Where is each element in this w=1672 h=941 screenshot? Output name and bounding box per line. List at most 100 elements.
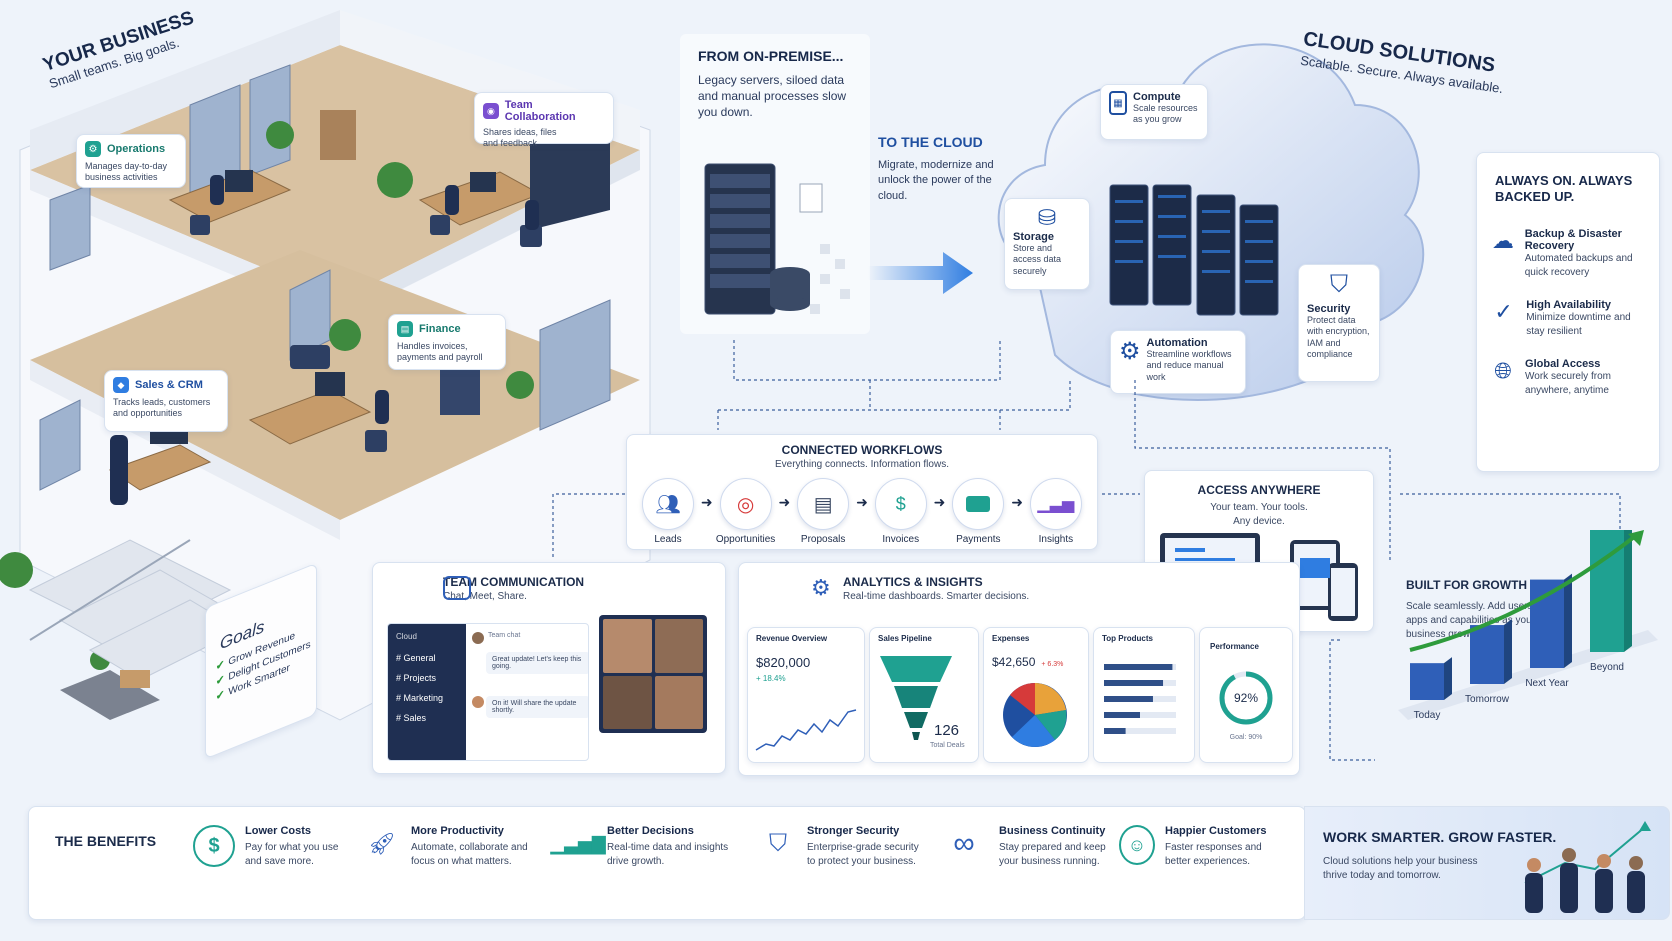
channel-item[interactable]: # Sales bbox=[396, 713, 427, 723]
service-name: Automation bbox=[1146, 337, 1208, 349]
check-circle-icon: ✓ bbox=[1494, 299, 1513, 325]
workflow-step-proposals[interactable]: ▤ Proposals bbox=[792, 478, 854, 545]
arrow-right-icon: ➜ bbox=[933, 494, 946, 510]
benefit-name: Business Continuity bbox=[999, 825, 1106, 837]
dept-name: Operations bbox=[107, 143, 166, 155]
access-title: ACCESS ANYWHERE bbox=[1197, 483, 1321, 497]
chat-message: Great update! Let's keep this going. bbox=[486, 652, 588, 674]
pipeline-value: 126 bbox=[934, 722, 960, 739]
dept-team-collaboration[interactable]: ◉ Team Collaboration Shares ideas, files… bbox=[474, 92, 614, 148]
people-icon: 👥︎ bbox=[655, 493, 681, 516]
growth-bar-side bbox=[1624, 530, 1632, 652]
tocloud-desc: Migrate, modernize and unlock the power … bbox=[878, 159, 994, 202]
channel-item[interactable]: # Projects bbox=[396, 673, 437, 683]
dollar-icon: $ bbox=[193, 825, 235, 867]
arrow-right-icon: ➜ bbox=[700, 494, 713, 510]
performance-card[interactable]: Performance 92% Goal: 90% bbox=[1199, 627, 1293, 763]
workflow-step-opportunities[interactable]: ◎ Opportunities bbox=[715, 478, 777, 545]
benefit-name: Stronger Security bbox=[807, 825, 900, 837]
dept-operations[interactable]: ⚙ Operations Manages day-to-day business… bbox=[76, 134, 186, 188]
video-call-grid[interactable] bbox=[599, 615, 707, 733]
cta-desc: Cloud solutions help your business thriv… bbox=[1323, 856, 1478, 881]
dept-name: Team Collaboration bbox=[504, 99, 576, 123]
expenses-pie bbox=[1003, 683, 1067, 747]
revenue-sparkline bbox=[755, 709, 857, 751]
workflow-step-label: Invoices bbox=[882, 534, 920, 545]
legacy-server-illustration bbox=[704, 163, 850, 315]
dept-desc: Shares ideas, files and feedback bbox=[483, 127, 557, 149]
chip-icon: ▦ bbox=[1109, 91, 1127, 115]
dept-name: Finance bbox=[419, 323, 461, 335]
expenses-card[interactable]: Expenses $42,650 + 6.3% bbox=[983, 627, 1089, 763]
growth-bar bbox=[1410, 663, 1444, 700]
always-on-item: ☁ Backup & Disaster Recovery Automated b… bbox=[1491, 228, 1647, 279]
always-on-panel: ALWAYS ON. ALWAYS BACKED UP. ☁ Backup & … bbox=[1476, 152, 1660, 472]
cloud-service-storage[interactable]: ⛁ Storage Store and access data securely bbox=[1004, 198, 1090, 290]
pipeline-card[interactable]: Sales Pipeline 126 Total Deals bbox=[869, 627, 979, 763]
workflow-step-payments[interactable]: Payments bbox=[947, 478, 1009, 545]
workflow-step-leads[interactable]: 👥︎ Leads bbox=[637, 478, 699, 545]
workflow-step-label: Leads bbox=[654, 534, 682, 545]
check-icon: ✔ bbox=[216, 673, 225, 689]
team-celebration-illustration bbox=[1524, 821, 1651, 913]
product-bar bbox=[1104, 696, 1153, 702]
cloud-backup-icon: ☁ bbox=[1491, 228, 1514, 254]
team-communication-panel: TEAM COMMUNICATION Chat, Meet, Share. Cl… bbox=[372, 562, 726, 774]
benefit-desc: Enterprise-grade security to protect you… bbox=[807, 842, 919, 867]
team-comm-title: TEAM COMMUNICATION bbox=[443, 575, 585, 589]
growth-bar-side bbox=[1444, 657, 1452, 700]
benefit-desc: Automate, collaborate and focus on what … bbox=[411, 842, 528, 867]
gear-icon: ⚙ bbox=[1119, 338, 1141, 365]
analytics-panel: ANALYTICS & INSIGHTS Real-time dashboard… bbox=[738, 562, 1300, 776]
expenses-value: $42,650 bbox=[992, 655, 1036, 669]
cloud-service-security[interactable]: ⛉ Security Protect data with encryption,… bbox=[1298, 264, 1380, 382]
video-participant bbox=[603, 619, 652, 673]
channel-item[interactable]: # Marketing bbox=[396, 693, 444, 703]
workflow-step-insights[interactable]: ▁▃▅ Insights bbox=[1025, 478, 1087, 545]
workflow-step-label: Proposals bbox=[800, 534, 846, 545]
invoice-icon: $ bbox=[895, 493, 906, 514]
shield-icon: ⛉ bbox=[1330, 271, 1348, 298]
pipeline-caption: Total Deals bbox=[930, 742, 965, 749]
card-label: Performance bbox=[1210, 642, 1259, 651]
cloud-service-automation[interactable]: ⚙ Automation Streamline workflows and re… bbox=[1110, 330, 1246, 394]
growth-bar-side bbox=[1564, 573, 1572, 668]
growth-title: BUILT FOR GROWTH bbox=[1406, 578, 1528, 592]
credit-card-icon bbox=[966, 496, 991, 512]
analytics-subtitle: Real-time dashboards. Smarter decisions. bbox=[843, 591, 1030, 602]
dept-finance[interactable]: ▤ Finance Handles invoices, payments and… bbox=[388, 314, 506, 370]
expenses-change: + 6.3% bbox=[1041, 661, 1064, 668]
chat-header: Team chat bbox=[488, 632, 521, 639]
item-desc: Minimize downtime and stay resilient bbox=[1526, 312, 1631, 337]
avatar bbox=[472, 696, 484, 708]
performance-gauge bbox=[1219, 671, 1273, 725]
performance-goal: Goal: 90% bbox=[1229, 734, 1263, 741]
growth-bar bbox=[1470, 625, 1504, 684]
product-bar bbox=[1104, 712, 1140, 718]
chat-app[interactable]: Cloud # General # Projects # Marketing #… bbox=[387, 623, 589, 761]
office-building-illustration bbox=[0, 10, 651, 721]
workflow-step-invoices[interactable]: $ Invoices bbox=[870, 478, 932, 545]
top-products-card[interactable]: Top Products bbox=[1093, 627, 1195, 763]
item-name: Backup & Disaster Recovery bbox=[1524, 228, 1622, 253]
workflows-title: CONNECTED WORKFLOWS bbox=[781, 443, 943, 457]
revenue-card[interactable]: Revenue Overview $820,000 + 18.4% bbox=[747, 627, 865, 763]
video-participant bbox=[654, 675, 703, 729]
team-comm-subtitle: Chat, Meet, Share. bbox=[443, 591, 527, 602]
access-desc: Your team. Your tools. Any device. bbox=[1210, 502, 1308, 527]
check-icon: ✔ bbox=[216, 688, 225, 704]
revenue-value: $820,000 bbox=[756, 655, 811, 670]
benefits-title: THE BENEFITS bbox=[55, 833, 157, 849]
channel-item[interactable]: # General bbox=[396, 653, 436, 663]
item-name: Global Access bbox=[1525, 358, 1601, 371]
onprem-desc: Legacy servers, siloed data and manual p… bbox=[698, 73, 847, 120]
migration-arrow-icon bbox=[868, 252, 973, 294]
cloud-service-compute[interactable]: ▦ Compute Scale resources as you grow bbox=[1100, 84, 1208, 140]
service-desc: Streamline workflows and reduce manual w… bbox=[1146, 349, 1232, 382]
dept-sales-crm[interactable]: ◆ Sales & CRM Tracks leads, customers an… bbox=[104, 370, 228, 432]
